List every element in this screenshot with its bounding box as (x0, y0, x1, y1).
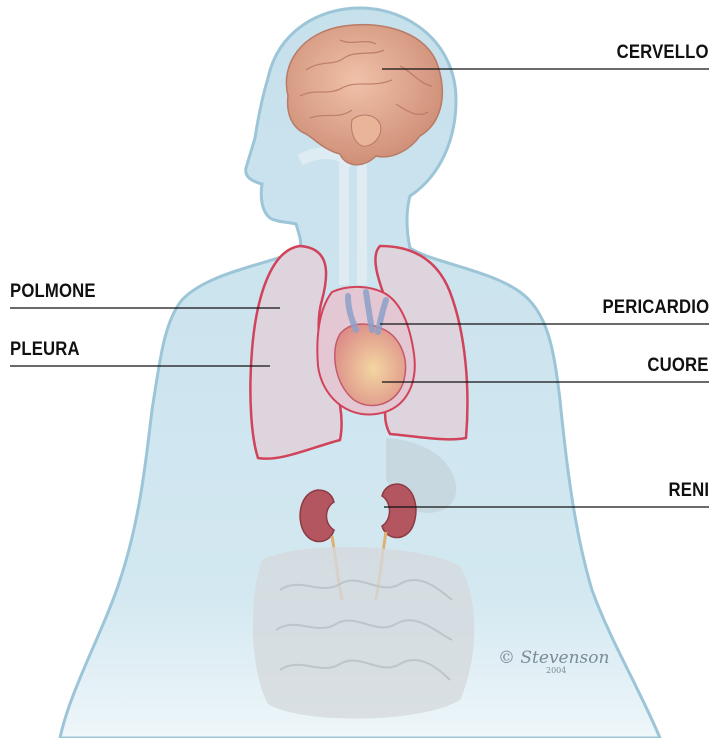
label-cervello: CERVELLO (617, 42, 709, 64)
label-reni: RENI (668, 480, 709, 502)
label-pleura: PLEURA (10, 339, 80, 361)
label-cuore: CUORE (648, 355, 709, 377)
label-pericardio: PERICARDIO (602, 297, 709, 319)
signature-name: © Stevenson (498, 648, 609, 668)
artist-signature: © Stevenson 2004 (498, 648, 609, 675)
label-polmone: POLMONE (10, 281, 96, 303)
